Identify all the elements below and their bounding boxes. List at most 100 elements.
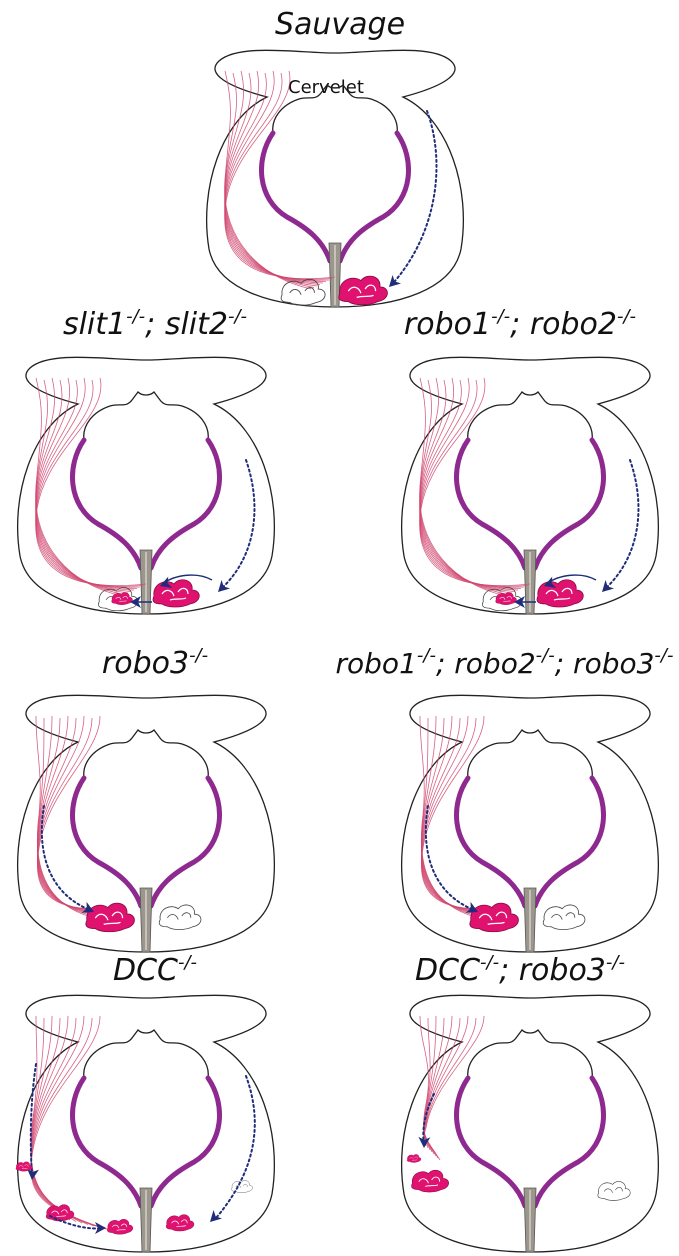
title-text: Sauvage [275, 7, 405, 42]
panel-wt [199, 49, 469, 309]
axon-fiber [225, 73, 314, 288]
brain-section-svg [10, 994, 282, 1256]
pontine-nucleus-mass [16, 1162, 32, 1172]
pontine-nucleus [86, 903, 135, 932]
panel-robo123 [394, 694, 666, 956]
ectopic-nucleus [412, 1170, 449, 1192]
pontine-nucleus [153, 580, 199, 607]
migration-stream [222, 460, 254, 588]
axon-fiber [420, 380, 527, 586]
axon-fiber [420, 380, 509, 595]
title-text: DCC [415, 953, 480, 988]
title-superscript: -/- [491, 306, 510, 327]
ventricle-wall [456, 440, 603, 568]
pontine-nucleus-mass [112, 592, 133, 604]
pontine-nucleus-mass [86, 903, 135, 932]
ventricle-wall [261, 133, 408, 261]
ventricle-border [468, 1030, 593, 1078]
ectopic-nucleus-2 [107, 1219, 132, 1234]
ventricle-wall [72, 778, 219, 906]
pontine-nucleus-mass [107, 1219, 132, 1234]
migration-stream [606, 460, 638, 588]
title-superscript: -/- [126, 306, 145, 327]
panel-robo3 [10, 694, 282, 956]
title-wt: Sauvage [190, 10, 490, 40]
pontine-nucleus-mass [470, 903, 519, 932]
title-dccrobo3: DCC-/-; robo3-/- [370, 954, 670, 986]
title-text: slit1 [63, 307, 126, 342]
axon-fiber [37, 716, 100, 910]
title-superscript: -/- [536, 645, 555, 666]
pontine-nucleus-mass [339, 276, 388, 305]
ventricle-border [468, 730, 593, 778]
axon-fiber [36, 378, 146, 586]
title-text: robo1 [404, 307, 491, 342]
pontine-nucleus-mass [407, 1154, 421, 1162]
ventricle-border [84, 730, 209, 778]
title-text: robo3 [102, 646, 189, 681]
axon-fiber [36, 378, 128, 593]
axon-bundle [420, 378, 530, 596]
empty-nucleus-outline [159, 905, 201, 930]
pontine-nucleus [537, 580, 583, 607]
axon-fiber [36, 378, 134, 590]
title-slit: slit1-/-; slit2-/- [0, 308, 320, 340]
panel-dccrobo3 [394, 994, 666, 1256]
empty-nucleus [543, 905, 585, 930]
brain-section-svg [10, 356, 282, 618]
axon-fiber [225, 71, 317, 286]
arrowhead-shape [95, 1222, 106, 1234]
ventricle-wall [456, 1078, 603, 1206]
axon-fiber [225, 71, 323, 283]
brain-section-svg [394, 994, 666, 1256]
ventricle-wall [72, 1078, 219, 1206]
pontine-nucleus [339, 276, 388, 305]
crossed-cluster [496, 592, 517, 604]
axon-bundle [36, 378, 146, 596]
title-text: ; robo2 [436, 647, 536, 680]
panel-slit [10, 356, 282, 618]
empty-nucleus-outline [598, 1181, 630, 1200]
pontine-nucleus-mass [496, 592, 517, 604]
title-superscript: -/- [654, 645, 673, 666]
ectopic-cluster [407, 1154, 421, 1162]
title-robo123: robo1-/-; robo2-/-; robo3-/- [330, 647, 679, 678]
ventricle-wall [72, 440, 219, 568]
ventricle-border [84, 1030, 209, 1078]
empty-nucleus-outline [281, 279, 325, 305]
migration-arrow-lower [95, 1222, 106, 1234]
axon-fiber [225, 73, 332, 279]
ectopic-nucleus [46, 1205, 74, 1221]
empty-nucleus-outline [543, 905, 585, 930]
brain-section-svg [199, 49, 471, 311]
brain-section-svg [394, 694, 666, 956]
title-text: DCC [113, 953, 178, 988]
empty-nucleus [159, 905, 201, 930]
axon-fiber [36, 380, 143, 586]
pontine-nucleus-mass [153, 580, 199, 607]
axon-bundle [225, 71, 335, 289]
pontine-nucleus [166, 1215, 194, 1231]
ventricle-border [84, 392, 209, 440]
panel-robo12 [394, 356, 666, 618]
title-text: ; slit2 [145, 307, 228, 342]
ventricle-border [273, 85, 398, 133]
ventricle-wall [456, 778, 603, 906]
axon-fiber [225, 71, 335, 279]
pontine-nucleus-mass [537, 580, 583, 607]
ectopic-cluster [16, 1162, 32, 1172]
axon-fiber [225, 73, 320, 285]
contralateral-empty-nucleus [281, 279, 325, 305]
pontine-nucleus [470, 903, 519, 932]
pontine-nucleus-mass [46, 1205, 74, 1221]
ventricle-border [468, 392, 593, 440]
panel-dcc [10, 994, 282, 1256]
title-superscript: -/- [417, 645, 436, 666]
brain-section-svg [394, 356, 666, 618]
title-text: ; robo3 [499, 953, 606, 988]
axon-fiber [36, 380, 125, 595]
title-dcc: DCC-/- [20, 954, 290, 986]
axon-fiber [421, 716, 484, 910]
title-robo3: robo3-/- [20, 647, 290, 679]
